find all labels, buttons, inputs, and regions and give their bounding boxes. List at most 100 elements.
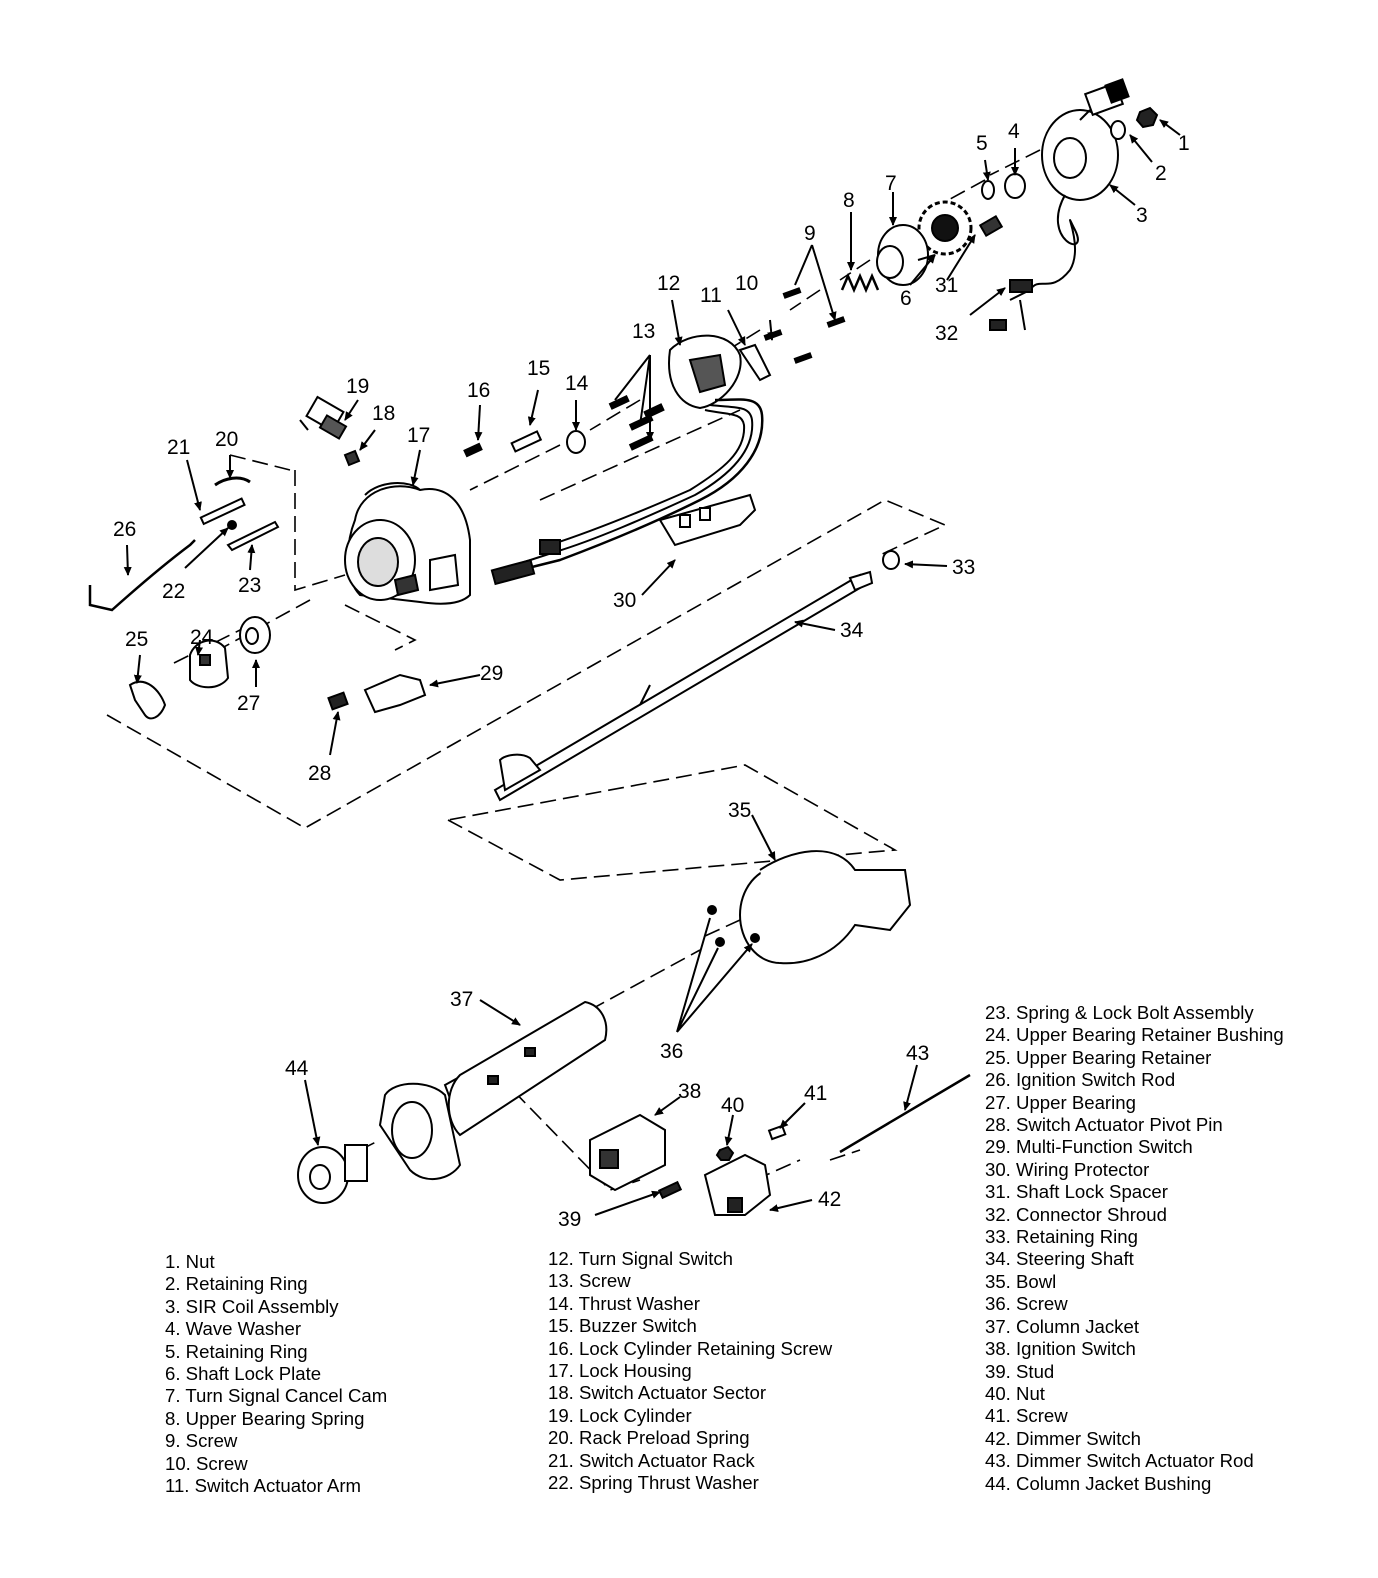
legend-item: 22. Spring Thrust Washer [548, 1472, 759, 1494]
sir-coil-assembly [1009, 78, 1130, 331]
callout-40: 40 [721, 1094, 744, 1117]
legend-column-1: 1. Nut 2. Retaining Ring 3. SIR Coil Ass… [165, 1251, 387, 1497]
rack-preload-spring [214, 476, 251, 487]
stud [657, 1180, 683, 1200]
callout-21: 21 [167, 436, 190, 459]
legend-item: 17. Lock Housing [548, 1360, 692, 1382]
legend-item: 8. Upper Bearing Spring [165, 1407, 365, 1429]
legend-column-3: 23. Spring & Lock Bolt Assembly 24. Uppe… [985, 1002, 1284, 1495]
callout-25: 25 [125, 628, 148, 651]
legend-item: 29. Multi-Function Switch [985, 1136, 1193, 1158]
callout-36: 36 [660, 1040, 683, 1063]
shaft-lock-plate [917, 200, 973, 256]
ignition-switch [589, 1113, 666, 1192]
legend-item: 16. Lock Cylinder Retaining Screw [548, 1337, 833, 1359]
legend-item: 41. Screw [985, 1405, 1068, 1427]
legend-item: 31. Shaft Lock Spacer [985, 1181, 1168, 1203]
legend-item: 20. Rack Preload Spring [548, 1427, 750, 1449]
legend-item: 23. Spring & Lock Bolt Assembly [985, 1002, 1254, 1023]
legend-item: 19. Lock Cylinder [548, 1404, 692, 1426]
multi-function-switch [363, 673, 427, 714]
column-flange [378, 1082, 462, 1181]
legend-item: 36. Screw [985, 1293, 1068, 1315]
callout-3: 3 [1136, 204, 1148, 227]
callout-41: 41 [804, 1082, 827, 1105]
spring-thrust-washer [227, 520, 237, 530]
legend-item: 42. Dimmer Switch [985, 1427, 1142, 1449]
screw-41 [767, 1124, 787, 1141]
callout-34: 34 [840, 619, 864, 642]
legend-item: 30. Wiring Protector [985, 1158, 1150, 1180]
callout-26: 26 [113, 518, 136, 541]
legend-item: 10. Screw [165, 1452, 248, 1474]
screws-13 [608, 395, 665, 451]
callout-16: 16 [467, 379, 490, 402]
legend-item: 27. Upper Bearing [985, 1091, 1136, 1113]
switch-actuator-rack [199, 497, 246, 526]
legend-item: 15. Buzzer Switch [548, 1315, 697, 1337]
thrust-washer [566, 430, 586, 454]
callout-44: 44 [285, 1057, 309, 1080]
retaining-ring-33 [882, 550, 900, 570]
callout-17: 17 [407, 424, 430, 447]
switch-actuator-arm [738, 343, 772, 382]
callout-1: 1 [1178, 132, 1190, 155]
legend-item: 9. Screw [165, 1430, 238, 1452]
callout-7: 7 [885, 172, 897, 195]
legend-item: 18. Switch Actuator Sector [548, 1382, 767, 1404]
upper-bearing [239, 616, 271, 654]
callout-8: 8 [843, 189, 855, 212]
callout-18: 18 [372, 402, 395, 425]
wiring-protector [658, 493, 757, 547]
leader-lines [123, 119, 1181, 1216]
callout-13: 13 [632, 320, 655, 343]
legend-item: 37. Column Jacket [985, 1315, 1139, 1337]
parts [88, 78, 1159, 1216]
upper-bearing-spring [840, 272, 880, 294]
upper-bearing-retainer [128, 680, 167, 720]
legend-item: 4. Wave Washer [165, 1318, 302, 1340]
dimmer-switch [703, 1153, 772, 1216]
callout-30: 30 [613, 589, 636, 612]
legend-item: 2. Retaining Ring [165, 1273, 308, 1295]
switch-actuator-sector [343, 449, 361, 467]
callout-22: 22 [162, 580, 185, 603]
callout-38: 38 [678, 1080, 701, 1103]
callout-31: 31 [935, 274, 958, 297]
legend-item: 5. Retaining Ring [165, 1340, 308, 1362]
legend-item: 24. Upper Bearing Retainer Bushing [985, 1024, 1284, 1046]
legend-item: 28. Switch Actuator Pivot Pin [985, 1114, 1223, 1136]
ignition-switch-rod [88, 539, 196, 612]
callout-20: 20 [215, 428, 238, 451]
legend-item: 34. Steering Shaft [985, 1248, 1134, 1270]
legend-item: 12. Turn Signal Switch [548, 1248, 734, 1269]
callout-37: 37 [450, 988, 473, 1011]
legend-item: 38. Ignition Switch [985, 1338, 1136, 1360]
callout-6: 6 [900, 287, 912, 310]
callout-27: 27 [237, 692, 260, 715]
callout-42: 42 [818, 1188, 841, 1211]
callout-24: 24 [190, 626, 214, 649]
callout-35: 35 [728, 799, 751, 822]
callout-12: 12 [657, 272, 680, 295]
callout-2: 2 [1155, 162, 1167, 185]
callout-10: 10 [735, 272, 758, 295]
wave-washer [1004, 173, 1026, 199]
legend-item: 6. Shaft Lock Plate [165, 1363, 322, 1385]
lock-cylinder [299, 395, 348, 440]
callout-4: 4 [1008, 120, 1020, 143]
lock-housing [344, 482, 471, 605]
steering-shaft [493, 570, 874, 802]
legend-item: 25. Upper Bearing Retainer [985, 1046, 1212, 1068]
callout-23: 23 [238, 574, 261, 597]
column-jacket [443, 1000, 608, 1137]
legend-column-2: 12. Turn Signal Switch 13. Screw 14. Thr… [548, 1248, 832, 1494]
callout-29: 29 [480, 662, 503, 685]
legend-item: 26. Ignition Switch Rod [985, 1069, 1176, 1091]
callout-28: 28 [308, 762, 331, 785]
callout-5: 5 [976, 132, 988, 155]
callout-39: 39 [558, 1208, 581, 1231]
retaining-ring-5 [981, 180, 995, 200]
lock-cylinder-retaining-screw [463, 442, 483, 458]
